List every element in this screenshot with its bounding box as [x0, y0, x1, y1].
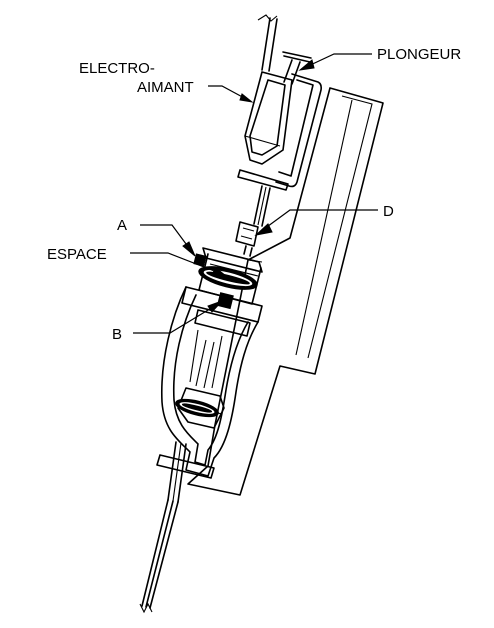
- label-espace: ESPACE: [47, 246, 107, 263]
- lower-frame: [156, 286, 263, 479]
- mounting-plate: [187, 87, 384, 496]
- label-d: D: [383, 203, 394, 220]
- leader-lines: [130, 53, 378, 334]
- label-electro-line1: ELECTRO-: [79, 60, 155, 77]
- electromagnet: [237, 51, 322, 227]
- labels: ELECTRO- AIMANT PLONGEUR A D ESPACE B: [47, 46, 461, 343]
- label-a: A: [117, 217, 127, 234]
- upper-rod: [257, 14, 278, 72]
- label-b: B: [112, 326, 122, 343]
- label-electro-line2: AIMANT: [137, 79, 194, 96]
- lower-rod: [139, 441, 187, 614]
- label-plongeur: PLONGEUR: [377, 46, 461, 63]
- coupling-d: [235, 221, 259, 257]
